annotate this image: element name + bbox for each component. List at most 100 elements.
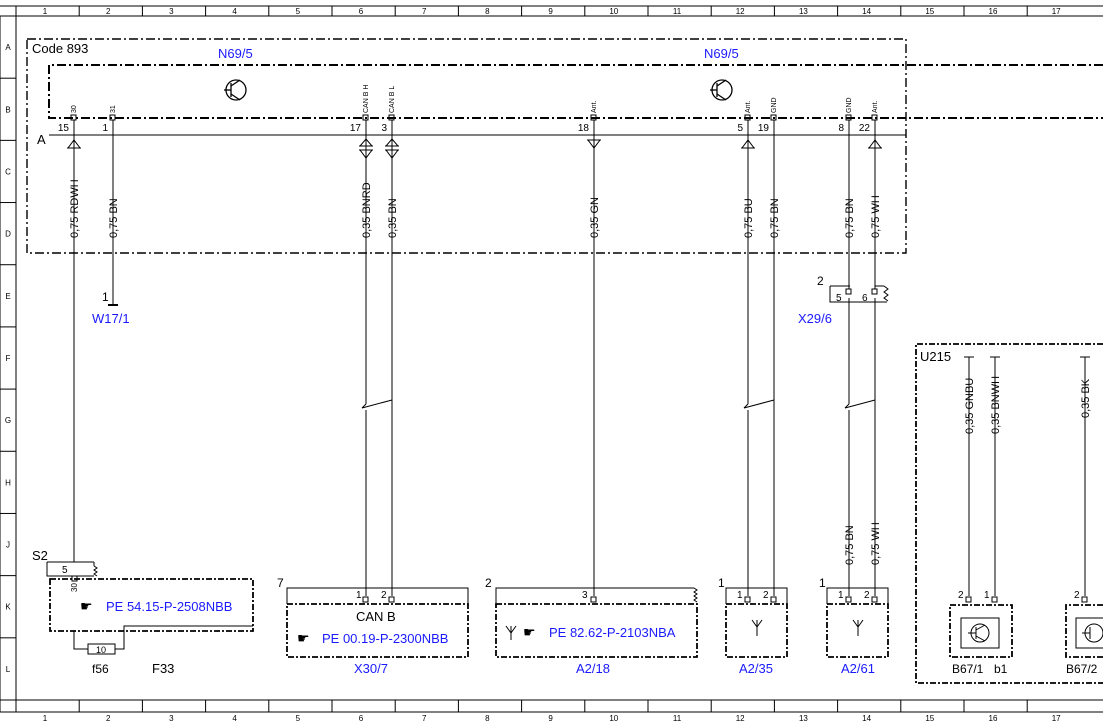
grid-col-label: 14 — [862, 714, 871, 723]
transistor-icon — [710, 79, 733, 101]
component-s2 — [46, 561, 254, 655]
wire-label: 0,75 BN — [769, 198, 781, 238]
wire-label: 0,35 GNBU — [964, 378, 976, 434]
grid-col-label: 7 — [422, 714, 427, 723]
pin-number: 8 — [838, 123, 844, 134]
wire-label: 0,75 RDWH — [69, 179, 81, 238]
x30-ref-link[interactable]: PE 00.19-P-2300NBB — [322, 631, 448, 646]
b67-1-pin-a: 2 — [958, 590, 964, 601]
grid-row-label: C — [5, 167, 11, 176]
antenna-icon — [505, 625, 517, 640]
grid-col-label: 16 — [989, 7, 998, 16]
pin-name: CAN B H — [363, 85, 370, 113]
module-n69-5-box — [26, 38, 1103, 254]
pin-number: 18 — [578, 123, 590, 134]
pin-name: Ant. — [591, 100, 598, 113]
pin-name: 30 — [71, 105, 78, 113]
x29-num: 2 — [817, 274, 824, 288]
grid-row-label: D — [5, 230, 11, 239]
fuse-name: f56 — [92, 662, 109, 676]
a218-ref-link[interactable]: PE 82.62-P-2103NBA — [549, 625, 676, 640]
x30-pin-b: 2 — [381, 590, 387, 601]
code-label: Code 893 — [32, 41, 88, 56]
grid-col-label: 2 — [106, 714, 111, 723]
x30-name: X30/7 — [354, 661, 388, 676]
grid-col-label: 16 — [989, 714, 998, 723]
s2-pin: 5 — [62, 565, 68, 576]
b67-1-pin-b: 1 — [984, 590, 990, 601]
grid-col-label: 17 — [1052, 7, 1061, 16]
pin-name: GND — [846, 97, 853, 113]
grid-col-label: 8 — [485, 7, 490, 16]
connector-x29-6 — [829, 285, 889, 303]
x30-bus: CAN B — [356, 609, 396, 624]
wire-label: 0,75 BN — [108, 198, 120, 238]
module-label-left: N69/5 — [218, 46, 253, 61]
a261-pin-b: 2 — [864, 590, 870, 601]
grid-ruler: 1122334455667788991010111112121313141415… — [0, 6, 1061, 723]
hand-pointer-icon[interactable]: ☛ — [297, 630, 310, 646]
grid-col-label: 9 — [548, 714, 553, 723]
ground-w17-1: 1 W17/1 — [92, 250, 130, 326]
grid-row-label: K — [5, 603, 11, 612]
wire-label: 0,75 BN — [844, 198, 856, 238]
component-a2-35 — [725, 587, 788, 658]
grid-col-label: 5 — [296, 7, 301, 16]
wire-label: 0,75 WH — [870, 522, 882, 565]
pin-number: 1 — [102, 123, 108, 134]
a218-name: A2/18 — [576, 661, 610, 676]
wire-label: 0,35 BNWH — [990, 376, 1002, 434]
a261-num: 1 — [819, 576, 826, 590]
grid-row-label: B — [5, 105, 10, 114]
pin-number: 17 — [350, 123, 362, 134]
wire-label: 0,35 BN — [387, 198, 399, 238]
grid-col-label: 13 — [799, 714, 808, 723]
hand-pointer-icon[interactable]: ☛ — [523, 624, 536, 640]
grid-row-label: F — [6, 354, 11, 363]
a218-num: 2 — [485, 576, 492, 590]
grid-col-label: 3 — [169, 714, 174, 723]
grid-col-label: 15 — [925, 714, 934, 723]
grid-col-label: 6 — [359, 7, 364, 16]
hand-pointer-icon[interactable]: ☛ — [80, 598, 93, 614]
grid-col-label: 11 — [673, 714, 682, 723]
u215-box — [915, 343, 1103, 684]
b67-2-pin-a: 2 — [1074, 590, 1080, 601]
s2-ref-link[interactable]: PE 54.15-P-2508NBB — [106, 599, 232, 614]
a235-num: 1 — [718, 576, 725, 590]
pin-number: 5 — [737, 123, 743, 134]
pin-name: CAN B L — [389, 86, 396, 113]
grid-col-label: 1 — [43, 7, 48, 16]
wire-twist — [361, 399, 393, 409]
b67-1-sub: b1 — [994, 662, 1008, 676]
connector-letter: A — [37, 132, 46, 147]
grid-col-label: 11 — [673, 7, 682, 16]
x29-name: X29/6 — [798, 311, 832, 326]
b67-1-name: B67/1 — [952, 662, 984, 676]
wire-twist — [844, 399, 876, 409]
transistor-icon — [224, 79, 247, 101]
grid-col-label: 4 — [232, 714, 237, 723]
a235-pin-b: 2 — [763, 590, 769, 601]
wire-twist — [743, 399, 775, 409]
s2-pin-name: 30 — [70, 583, 79, 592]
pin-name: 31 — [110, 105, 117, 113]
sheet-frame — [0, 5, 1103, 713]
module-label-right: N69/5 — [704, 46, 739, 61]
ground-name: W17/1 — [92, 311, 130, 326]
grid-col-label: 14 — [862, 7, 871, 16]
component-a2-18 — [495, 587, 698, 658]
component-x30-7 — [286, 587, 469, 658]
u215-label: U215 — [920, 349, 951, 364]
grid-col-label: 8 — [485, 714, 490, 723]
b67-2-name: B67/2 — [1066, 662, 1098, 676]
grid-col-label: 6 — [359, 714, 364, 723]
wire-label: 0,35 GN — [589, 197, 601, 238]
x30-pin-a: 1 — [356, 590, 362, 601]
s2-label: S2 — [32, 548, 48, 563]
grid-row-label: H — [5, 478, 11, 487]
grid-row-label: L — [6, 665, 11, 674]
grid-col-label: 2 — [106, 7, 111, 16]
